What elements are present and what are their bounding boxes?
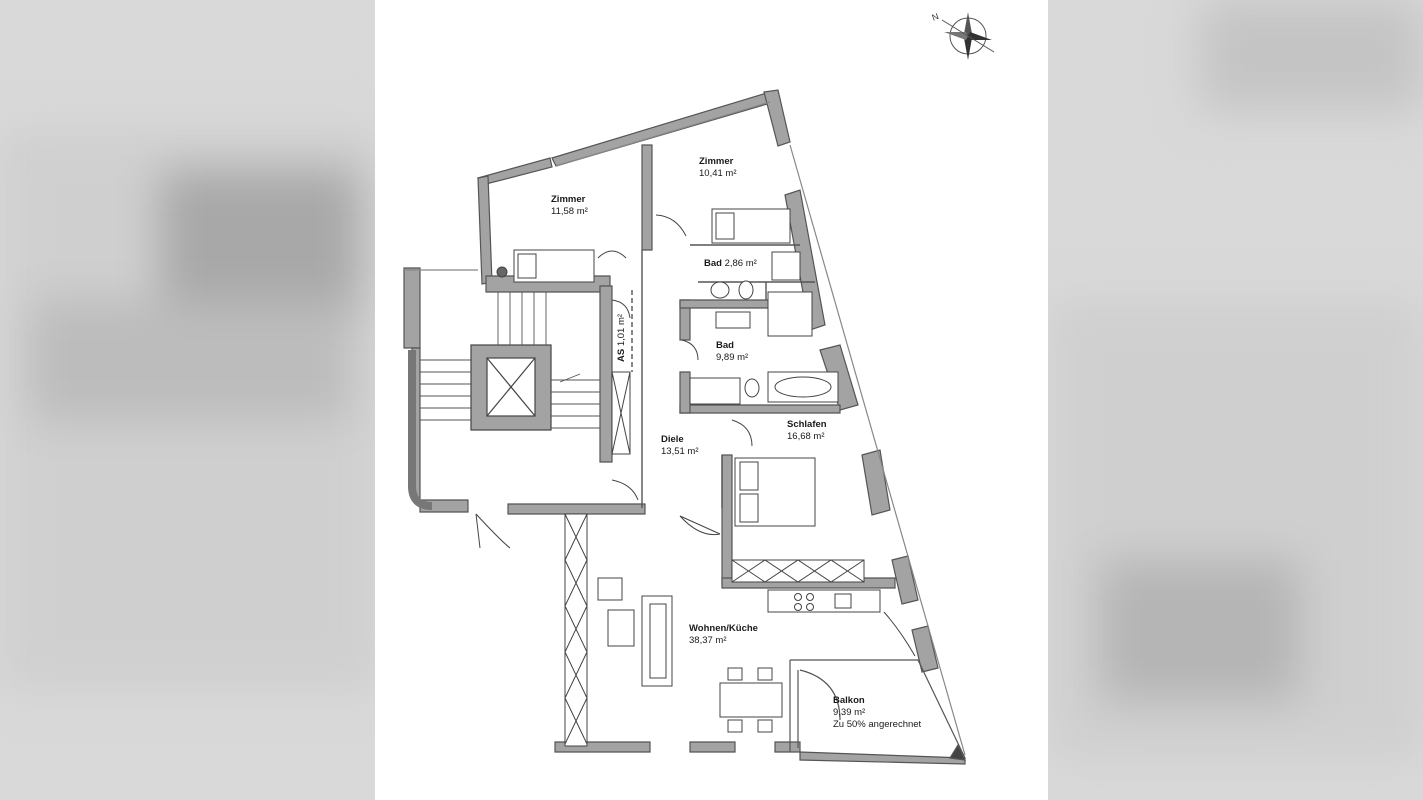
toilet-small [738,280,754,300]
wall-kitchen-east [891,555,919,605]
room-name: Balkon [833,695,865,706]
door-diele [611,479,639,501]
wardrobe-schlafen [731,559,865,583]
double-bed [734,457,816,527]
room-label-balkon: Balkon 9,39 m² Zu 50% angerechnet [833,695,921,731]
wall-balcony-south [799,751,966,765]
room-area: 2,86 m² [724,258,757,269]
room-label-bad: Bad 9,89 m² [716,340,748,364]
room-name: Schlafen [787,419,827,430]
door-entrance [475,513,511,549]
room-label-schlafen: Schlafen 16,68 m² [787,419,827,443]
column-marker [496,266,508,278]
wall-balcony-east [911,625,939,673]
room-area: 1,01 m² [616,313,627,347]
room-area: 10,41 m² [699,168,737,179]
room-name: Diele [661,434,684,445]
wall-wohnen-south-3 [774,741,801,753]
wall-core-east [599,285,613,463]
room-label-bad-small: Bad 2,86 m² [704,258,757,270]
room-name: Bad [704,258,722,269]
wall-zimmer-partition [641,144,653,251]
north-compass: N [928,6,998,66]
room-note: Zu 50% angerechnet [833,719,922,730]
wall-core-left [403,267,421,349]
wall-bath-west [679,371,691,414]
staircase [420,292,600,429]
bed-zimmer-a [513,249,595,283]
room-name: Bad [716,340,734,351]
washstand-bad [689,377,741,405]
shower-bad [767,291,813,337]
wall-wohnen-south-2 [689,741,736,753]
wall-north [476,157,553,185]
wall-north-east-corner [763,89,791,147]
room-label-zimmer-b: Zimmer 10,41 m² [699,156,737,180]
toilet-bad [744,378,760,398]
sink-small [710,281,730,299]
room-area: 9,39 m² [833,707,866,718]
wall-south-diele [507,503,646,515]
room-area: 11,58 m² [551,206,588,217]
sofa [641,595,673,687]
room-label-zimmer-a: Zimmer 11,58 m² [551,194,588,218]
north-triangle-marker [949,743,967,761]
wall-bath-bottom [679,404,841,414]
dining-table [719,682,783,718]
room-name: AS [616,348,627,362]
coffee-table [607,609,635,647]
room-name: Wohnen/Küche [689,623,758,634]
wall-schlafen-east [861,449,891,516]
room-label-wohnen: Wohnen/Küche 38,37 m² [689,623,758,647]
door-balkon [883,611,916,657]
room-name: Zimmer [699,156,734,167]
door-wohnen [679,515,721,536]
room-name: Zimmer [551,194,586,205]
kitchen-sink [834,593,852,609]
stair-curved-wall [408,350,433,510]
kitchen-counter [767,589,881,613]
compass-rose-icon [941,12,995,60]
room-label-abstell: AS 1,01 m² [616,314,627,362]
wall-east-segment-1 [784,189,826,331]
room-area: 38,37 m² [689,635,727,646]
room-label-diele: Diele 13,51 m² [661,434,699,458]
room-area: 16,68 m² [787,431,825,442]
wall-bath-top [679,299,771,309]
armchair [597,577,623,601]
door-zimmer-a [597,250,627,259]
wall-west-zimmer [477,175,493,285]
door-zimmer-b [655,214,687,237]
room-area: 13,51 m² [661,446,699,457]
sink-bad [715,311,751,329]
wall-north-2 [551,91,775,167]
bed-zimmer-b [711,208,791,244]
door-bad [681,339,699,361]
shower-small [771,251,801,281]
room-area: 9,89 m² [716,352,749,363]
door-as [611,299,631,319]
wall-schlafen-west [721,454,733,586]
door-schlafen [731,419,753,447]
balcony-railing [790,659,966,759]
